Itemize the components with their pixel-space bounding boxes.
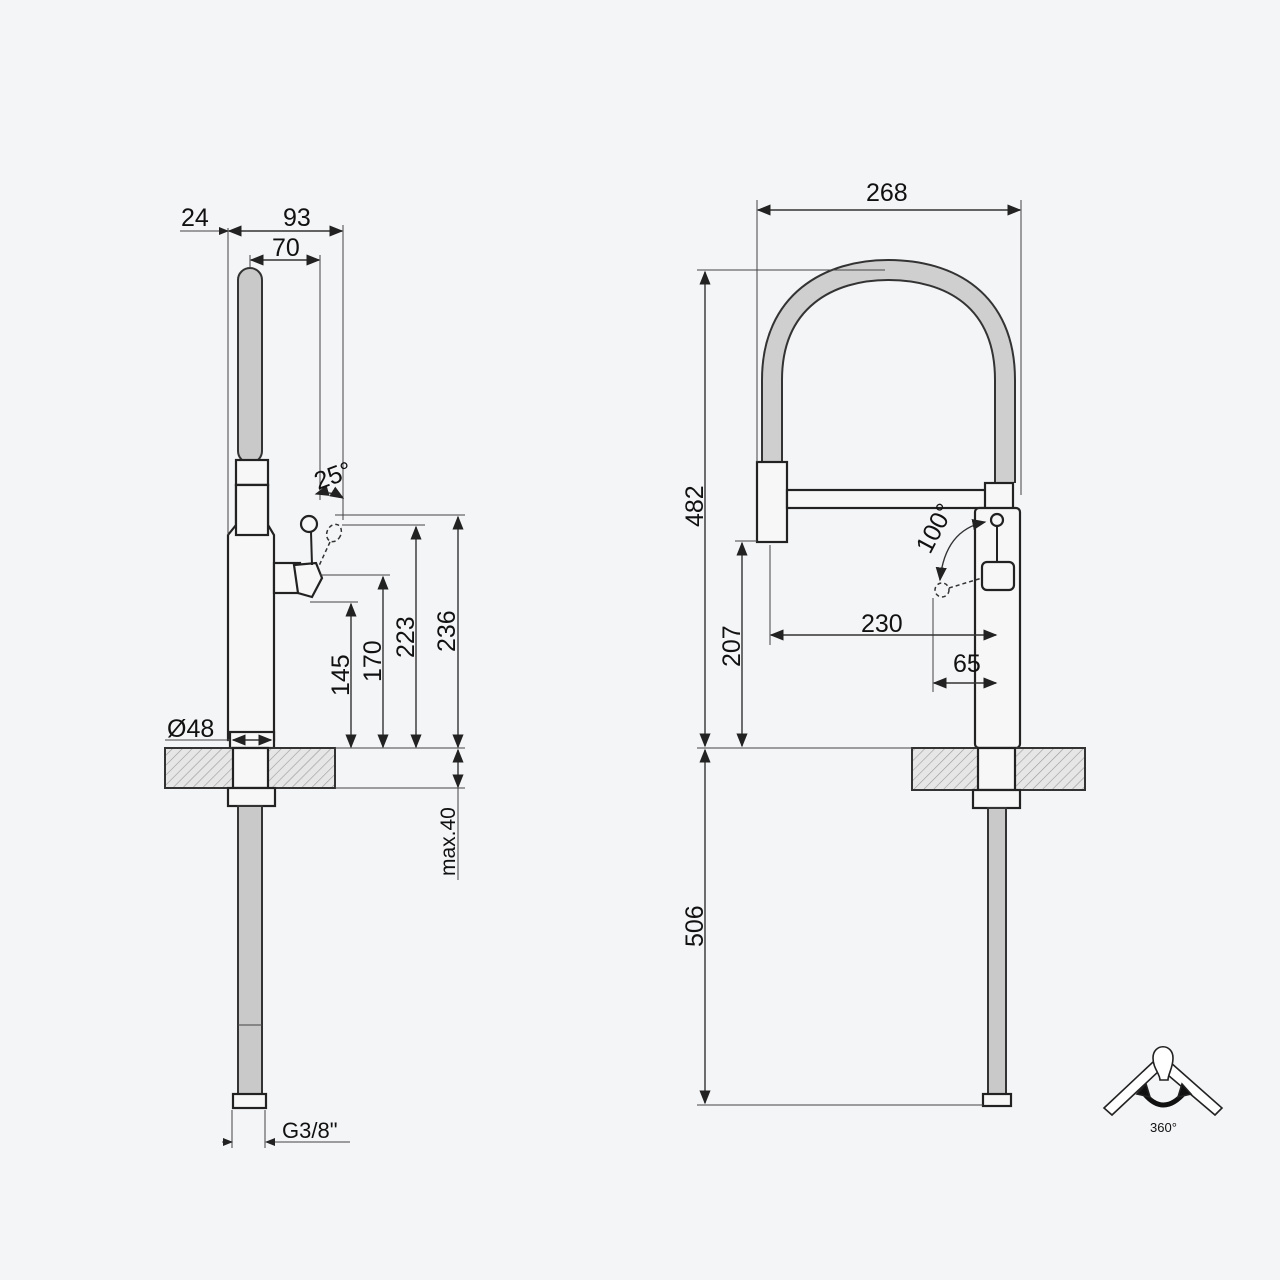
dim-label-thread: G3/8" xyxy=(282,1118,338,1143)
spout-arch-fill xyxy=(763,260,1014,483)
dim-label-max40: max.40 xyxy=(437,807,460,876)
dim-arc-25 xyxy=(314,485,345,499)
mount-shank xyxy=(231,746,270,790)
dim-label-70: 70 xyxy=(272,234,300,262)
dim-label-207: 207 xyxy=(718,625,746,667)
dim-label-230: 230 xyxy=(861,610,903,638)
mount-nut-front xyxy=(971,788,1022,810)
swivel-360-label: 360° xyxy=(1150,1120,1177,1135)
supply-hose xyxy=(237,805,263,1097)
mount-shank-front xyxy=(976,746,1017,792)
swivel-360-icon xyxy=(1102,1045,1224,1117)
dim-label-65: 65 xyxy=(953,650,981,678)
front-view: 100° 268 482 207 506 230 65 xyxy=(681,179,1086,1108)
mount-nut xyxy=(226,786,277,808)
dim-label-d48: Ø48 xyxy=(167,715,214,743)
dim-label-268: 268 xyxy=(866,179,908,207)
dim-label-24: 24 xyxy=(181,204,209,232)
arch-collar xyxy=(983,481,1015,512)
spout-collar xyxy=(234,458,270,487)
lever-knob-front xyxy=(989,512,1005,528)
spout-tube xyxy=(237,267,263,464)
hose-end-nut-front xyxy=(981,1092,1013,1108)
side-view: 24 93 70 25° 145 170 223 236 max.40 Ø48 … xyxy=(164,204,465,1148)
dim-label-170: 170 xyxy=(359,640,387,682)
supply-hose-front xyxy=(987,807,1007,1097)
extension-lines-front xyxy=(697,200,1022,1106)
handle-cartridge xyxy=(292,561,324,599)
dim-label-236: 236 xyxy=(433,610,461,652)
extension-lines xyxy=(227,225,465,1148)
lever-alt-position xyxy=(317,523,343,569)
spray-head xyxy=(755,460,789,544)
dim-label-506: 506 xyxy=(681,905,709,947)
lever-knob xyxy=(299,514,319,534)
lever-stem xyxy=(310,531,313,566)
hose-end-nut xyxy=(231,1092,268,1110)
body-top-block xyxy=(234,483,270,537)
dim-label-223: 223 xyxy=(392,616,420,658)
dim-label-145: 145 xyxy=(327,654,355,696)
dim-label-93: 93 xyxy=(283,204,311,232)
dim-label-482: 482 xyxy=(681,485,709,527)
spout-arm xyxy=(785,488,989,510)
dim-label-25deg: 25° xyxy=(310,456,355,495)
dim-arc-100 xyxy=(935,518,987,582)
handle-block-front xyxy=(980,560,1016,592)
